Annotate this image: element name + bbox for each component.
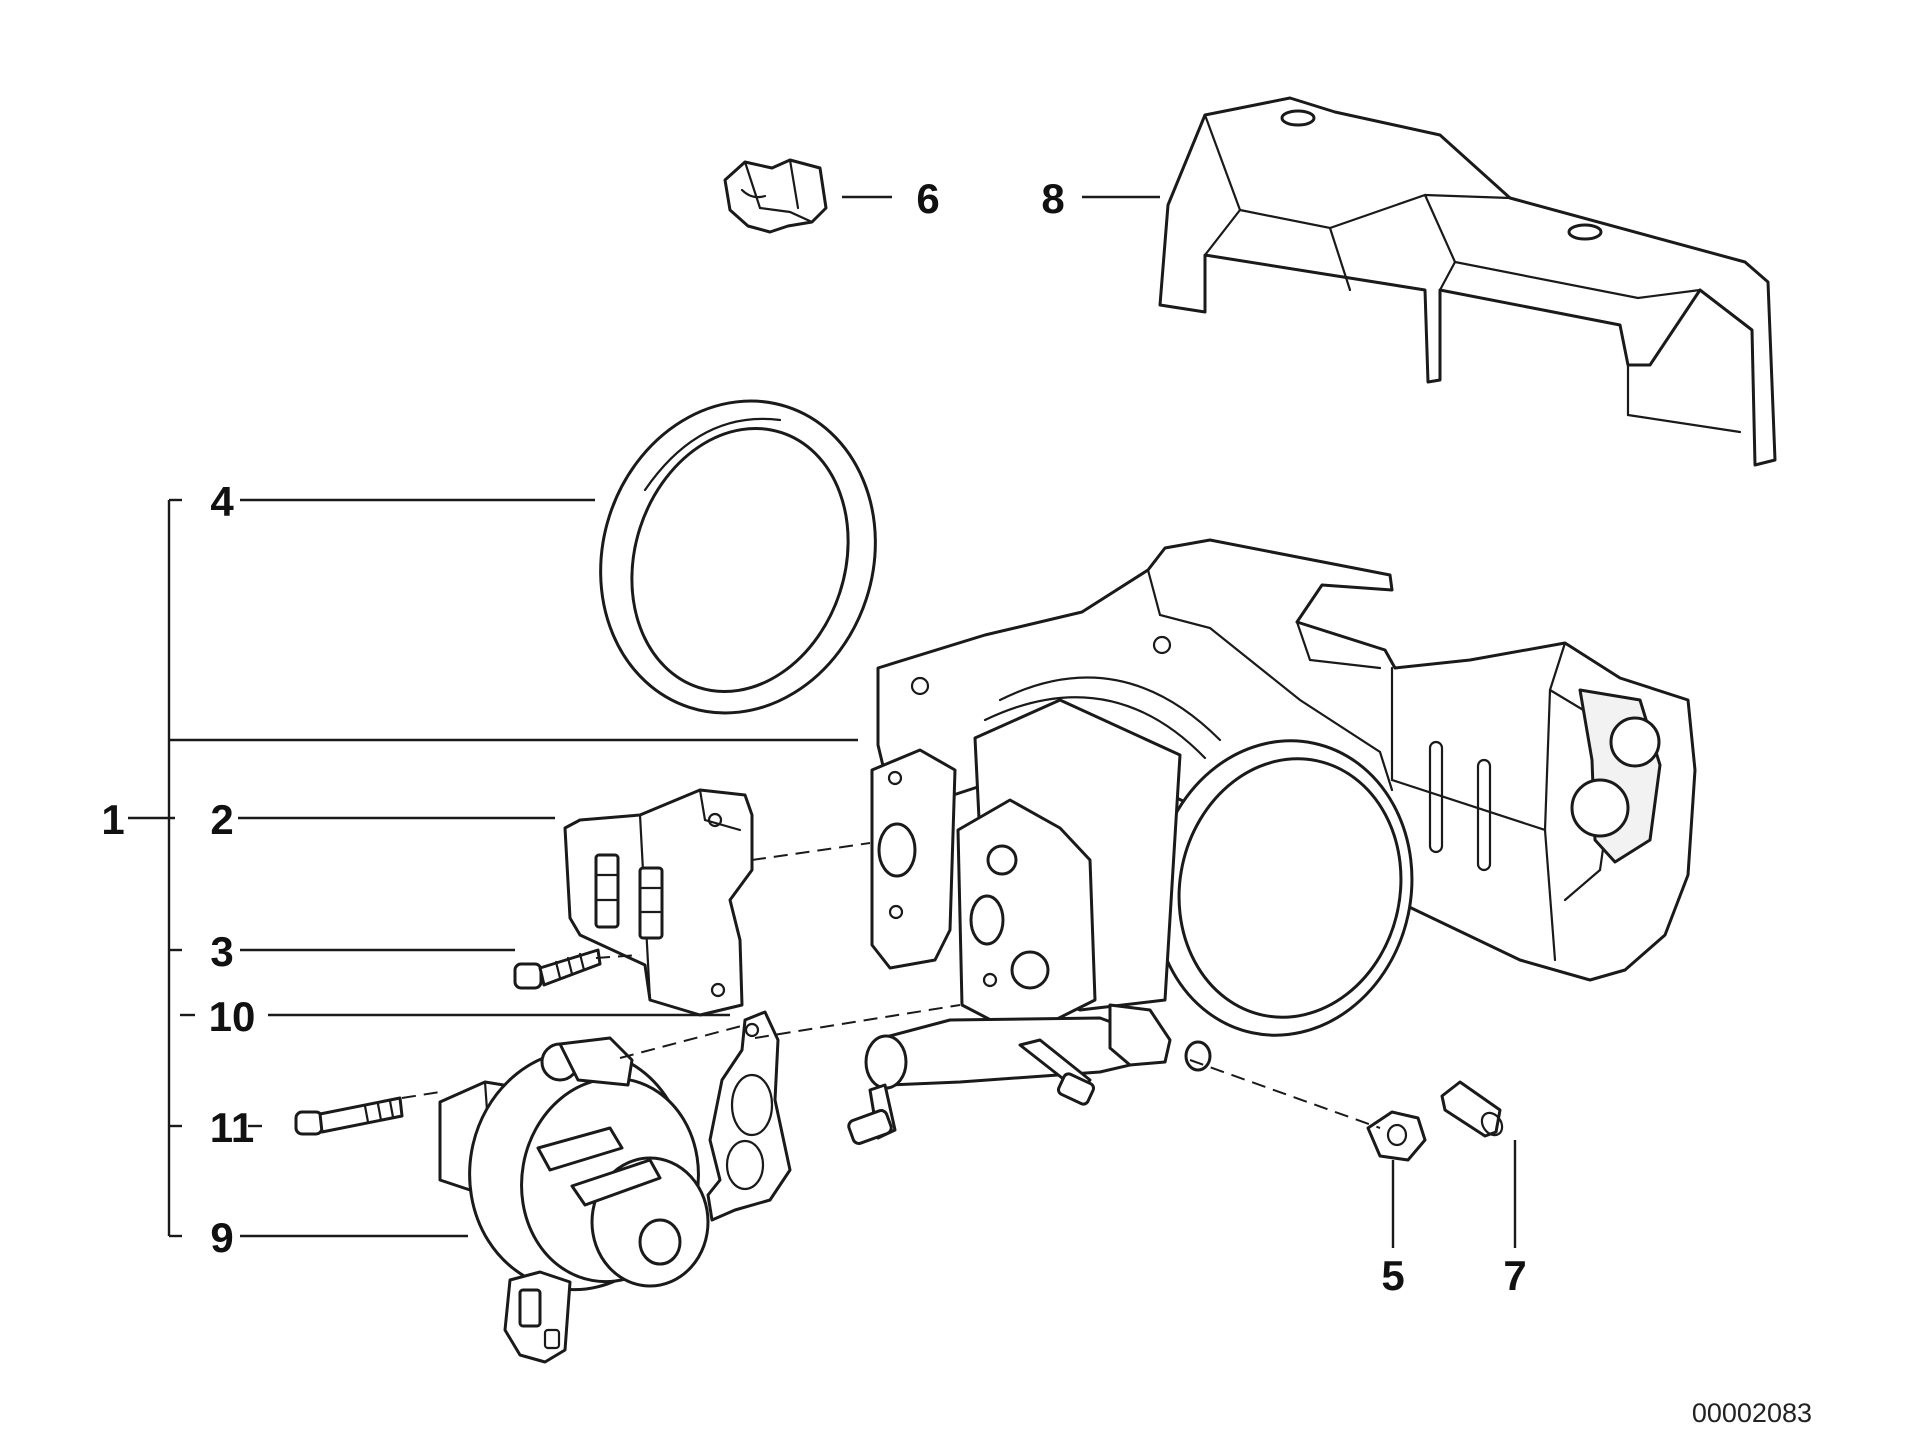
sensor-part <box>563 788 754 1017</box>
throttle-body-part <box>847 538 1697 1145</box>
gasket-part <box>706 1010 792 1222</box>
nut-part <box>1366 1110 1427 1162</box>
drawing-number: 00002083 <box>1692 1398 1812 1428</box>
pin-part <box>1440 1080 1504 1138</box>
callout-1: 1 <box>101 796 124 843</box>
callout-11: 11 <box>210 1104 254 1151</box>
screw-part-3 <box>513 948 602 990</box>
clip-part <box>723 158 828 234</box>
callout-5: 5 <box>1381 1252 1404 1299</box>
callout-6: 6 <box>916 175 939 222</box>
cover-part <box>1158 96 1777 467</box>
ring-part <box>599 399 877 715</box>
callout-8: 8 <box>1041 175 1064 222</box>
callout-2: 2 <box>210 796 233 843</box>
bolt-part-11 <box>294 1096 404 1136</box>
callout-3: 3 <box>210 928 233 975</box>
callout-9: 9 <box>210 1214 233 1261</box>
callout-10: 10 <box>209 993 256 1040</box>
actuator-part <box>438 1036 710 1364</box>
leader-lines <box>128 195 1517 1248</box>
callout-7: 7 <box>1503 1252 1526 1299</box>
callout-4: 4 <box>210 478 234 525</box>
assembly-lines <box>401 842 1381 1129</box>
